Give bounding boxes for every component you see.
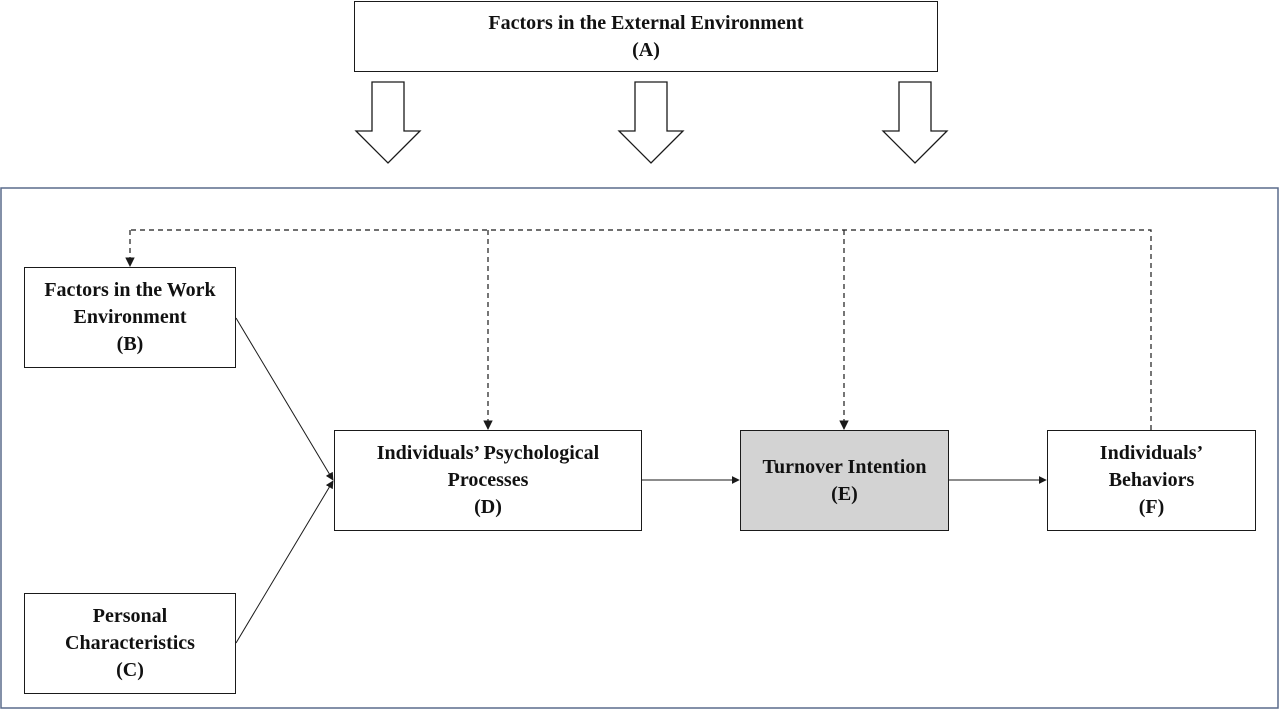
work-environment-title-line2: Environment	[73, 306, 187, 328]
psychological-processes-box: Individuals’ Psychological Processes (D)	[334, 430, 642, 531]
behaviors-label: (F)	[1138, 496, 1165, 518]
turnover-intention-title: Turnover Intention	[762, 455, 927, 478]
behaviors-title-line2: Behaviors	[1108, 469, 1195, 491]
turnover-intention-box: Turnover Intention (E)	[740, 430, 949, 531]
psychological-processes-title-line2: Processes	[447, 469, 529, 491]
external-environment-title: Factors in the External Environment	[488, 11, 804, 34]
psychological-processes-title-line1: Individuals’ Psychological	[376, 442, 600, 464]
work-environment-box: Factors in the Work Environment (B)	[24, 267, 236, 368]
personal-characteristics-box: Personal Characteristics (C)	[24, 593, 236, 694]
block-arrow-down-left	[354, 81, 422, 164]
personal-characteristics-label: (C)	[116, 659, 144, 681]
behaviors-title-line1: Individuals’	[1099, 442, 1204, 464]
personal-characteristics-title-line2: Characteristics	[65, 632, 195, 654]
behaviors-box: Individuals’ Behaviors (F)	[1047, 430, 1256, 531]
external-environment-label: (A)	[632, 38, 660, 61]
personal-characteristics-title-line1: Personal	[92, 605, 168, 627]
feedback-line-top	[130, 229, 1152, 430]
turnover-intention-label: (E)	[831, 482, 858, 505]
work-environment-title-line1: Factors in the Work	[44, 279, 216, 301]
block-arrow-down-center	[617, 81, 685, 164]
block-arrow-down-right	[881, 81, 949, 164]
arrow-b-to-d	[235, 317, 334, 481]
external-environment-box: Factors in the External Environment (A)	[354, 1, 938, 72]
work-environment-label: (B)	[116, 333, 144, 355]
arrow-c-to-d	[235, 480, 334, 644]
psychological-processes-label: (D)	[474, 496, 502, 518]
model-frame	[0, 187, 1279, 709]
